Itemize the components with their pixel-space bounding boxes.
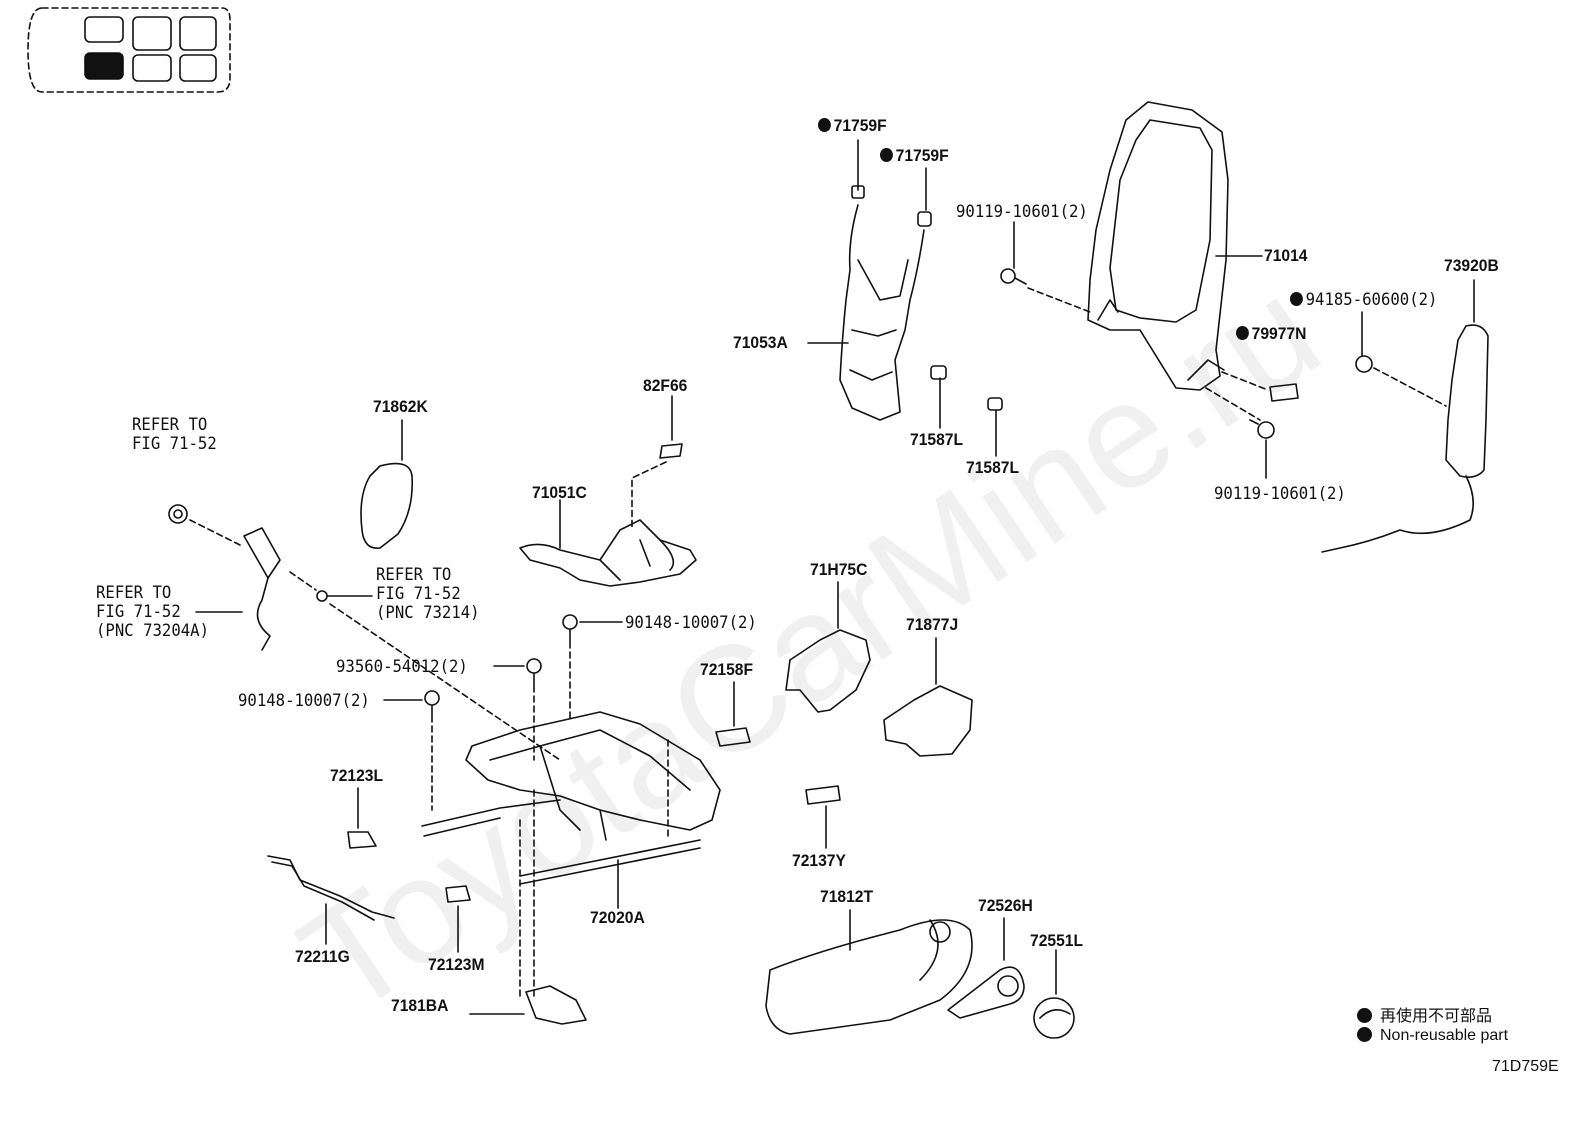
label-90119-bottom: 90119-10601(2) xyxy=(1214,484,1346,504)
label-82f66: 82F66 xyxy=(643,376,688,395)
figure-code: 71D759E xyxy=(1492,1058,1559,1075)
diagram-lines xyxy=(27,7,1489,1039)
label-90148-a: 90148-10007(2) xyxy=(625,613,757,633)
label-79977n: 79977N xyxy=(1236,324,1307,343)
label-72123m: 72123M xyxy=(428,955,485,974)
label-73920b: 73920B xyxy=(1444,256,1499,275)
part-71812t-cover xyxy=(765,909,973,1035)
part-73920b-airbag xyxy=(1321,279,1489,553)
label-72137y: 72137Y xyxy=(792,851,846,870)
part-refer-assemblies xyxy=(168,504,561,761)
legend-bullet-icon xyxy=(1357,1027,1372,1042)
label-71877j: 71877J xyxy=(906,615,959,634)
label-71862k: 71862K xyxy=(373,397,428,416)
part-72137y xyxy=(805,785,841,849)
label-94185: 94185-60600(2) xyxy=(1290,291,1438,310)
label-refer-top: REFER TO FIG 71-52 xyxy=(132,415,217,454)
label-72020a: 72020A xyxy=(590,908,645,927)
part-71587l-clips xyxy=(930,365,1003,457)
label-refer-mid: REFER TO FIG 71-52 (PNC 73214) xyxy=(376,565,480,623)
part-72123-clips xyxy=(267,787,587,1025)
part-71877j-bracket xyxy=(883,637,973,757)
label-71759f-a: 71759F xyxy=(818,116,887,135)
label-71053a: 71053A xyxy=(733,333,788,352)
part-90119-bolts xyxy=(1000,221,1275,479)
label-71014: 71014 xyxy=(1264,246,1308,265)
label-71812t: 71812T xyxy=(820,887,874,906)
label-71587l-a: 71587L xyxy=(910,430,964,449)
label-72211g: 72211G xyxy=(295,947,350,966)
label-71051c: 71051C xyxy=(532,483,587,502)
legend-bullet-icon xyxy=(1357,1008,1372,1023)
label-93560: 93560-54012(2) xyxy=(336,657,468,677)
label-72526h: 72526H xyxy=(978,896,1033,915)
label-72551l: 72551L xyxy=(1030,931,1084,950)
legend-jp: 再使用不可部品 xyxy=(1357,1002,1492,1026)
legend-en: Non-reusable part xyxy=(1357,1027,1508,1045)
seat-locator-icon xyxy=(27,7,231,93)
label-72123l: 72123L xyxy=(330,766,384,785)
part-71014-seatback-frame xyxy=(1087,101,1263,391)
part-82f66 xyxy=(631,395,683,531)
part-72526h-knob xyxy=(947,917,1025,1019)
label-90119-top: 90119-10601(2) xyxy=(956,202,1088,222)
part-72158f xyxy=(715,681,751,747)
label-refer-left: REFER TO FIG 71-52 (PNC 73204A) xyxy=(96,583,210,641)
part-72551l-cap xyxy=(1033,949,1075,1039)
part-79977n-plate xyxy=(1221,371,1299,402)
part-72020a-track xyxy=(421,711,721,1001)
part-71053a-bracket xyxy=(807,139,932,421)
part-71051c-harness xyxy=(519,499,697,587)
label-72158f: 72158F xyxy=(700,660,754,679)
part-71h75c-bracket xyxy=(785,581,871,713)
label-90148-b: 90148-10007(2) xyxy=(238,691,370,711)
label-7181ba: 7181BA xyxy=(391,996,449,1015)
part-71862k-cover xyxy=(360,419,414,549)
part-bolts-90148-93560 xyxy=(383,614,623,811)
label-71h75c: 71H75C xyxy=(810,560,868,579)
label-71587l-b: 71587L xyxy=(966,458,1020,477)
label-71759f-b: 71759F xyxy=(880,146,949,165)
parts-diagram: ToyotaCarMine.ru xyxy=(0,0,1592,1099)
